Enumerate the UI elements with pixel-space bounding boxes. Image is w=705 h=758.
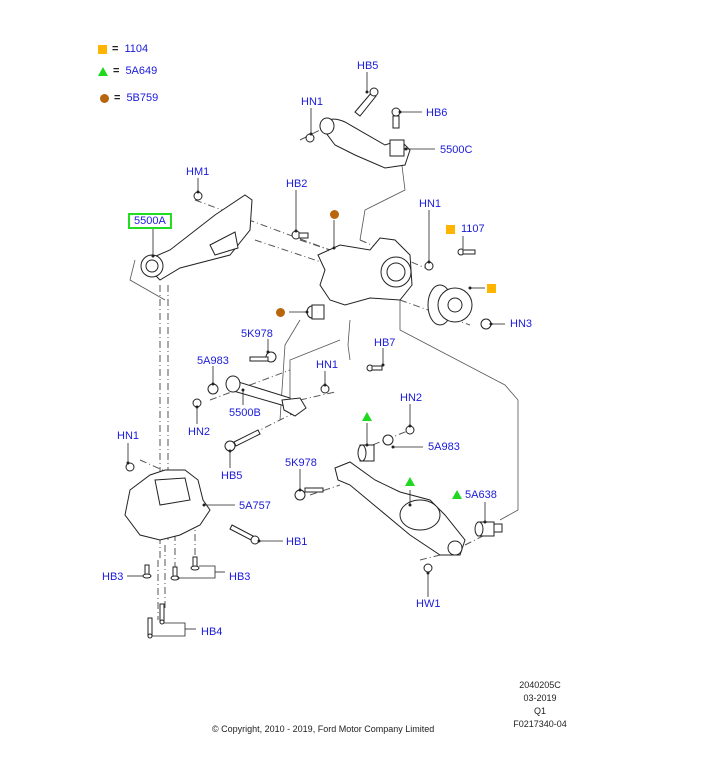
callout-hb4[interactable]: HB4 bbox=[201, 626, 223, 638]
callout-5a638[interactable]: 5A638 bbox=[465, 489, 497, 501]
callout-hb6[interactable]: HB6 bbox=[426, 107, 448, 119]
bolts-hb3 bbox=[142, 556, 200, 581]
reference-block: 2040205C 03-2019 Q1 F0217340-04 bbox=[505, 679, 575, 731]
equals-sign: = bbox=[112, 43, 119, 55]
legend-label: 5A649 bbox=[125, 65, 158, 77]
nut-hn1-bottom bbox=[125, 462, 135, 472]
callout-5500c[interactable]: 5500C bbox=[440, 144, 473, 156]
bolt-hb7 bbox=[366, 364, 383, 372]
orange-square-icon bbox=[446, 225, 455, 234]
callout-hb1[interactable]: HB1 bbox=[286, 536, 308, 548]
equals-sign: = bbox=[113, 65, 120, 77]
bolt-hb6 bbox=[391, 107, 401, 129]
bolt-hb2 bbox=[291, 230, 309, 240]
callout-hn1[interactable]: HN1 bbox=[419, 198, 442, 210]
figure-code: F0217340-04 bbox=[513, 719, 567, 729]
quarter-code: Q1 bbox=[533, 706, 546, 716]
legend-item-1104: = 1104 bbox=[98, 43, 148, 55]
brown-circle-icon bbox=[276, 308, 285, 317]
callout-5500a-highlighted[interactable]: 5500A bbox=[128, 213, 172, 229]
bushing-5a638 bbox=[474, 521, 503, 537]
legend-item-5a649: = 5A649 bbox=[98, 65, 157, 77]
callout-hn1[interactable]: HN1 bbox=[117, 430, 140, 442]
lower-control-arm bbox=[334, 461, 466, 556]
knuckle bbox=[317, 237, 413, 306]
revision-date: 03-2019 bbox=[523, 693, 557, 703]
callout-hb5[interactable]: HB5 bbox=[357, 60, 379, 72]
bolt-hb5-mid bbox=[224, 429, 261, 452]
callout-hw1[interactable]: HW1 bbox=[416, 598, 441, 610]
leader-lines bbox=[127, 72, 505, 637]
callout-hn2[interactable]: HN2 bbox=[188, 426, 211, 438]
callout-hn1[interactable]: HN1 bbox=[301, 96, 324, 108]
orange-square-icon bbox=[98, 44, 107, 54]
equals-sign: = bbox=[114, 92, 121, 104]
bolts-hb4 bbox=[147, 603, 165, 639]
callout-hb2[interactable]: HB2 bbox=[286, 178, 308, 190]
green-triangle-icon bbox=[362, 412, 372, 421]
bracket-5a757 bbox=[124, 469, 211, 541]
bolt-5k978-bottom bbox=[294, 487, 324, 501]
callout-hb7[interactable]: HB7 bbox=[374, 337, 396, 349]
callout-hn2[interactable]: HN2 bbox=[400, 392, 423, 404]
bushing-5b759 bbox=[306, 304, 325, 320]
copyright-text: © Copyright, 2010 - 2019, Ford Motor Com… bbox=[212, 724, 435, 734]
callout-5a983[interactable]: 5A983 bbox=[197, 355, 229, 367]
legend-label: 1104 bbox=[124, 43, 149, 55]
illustration-number: 2040205C bbox=[519, 680, 561, 690]
leader-dots bbox=[126, 90, 493, 575]
orange-square-icon bbox=[487, 284, 496, 293]
callout-hm1[interactable]: HM1 bbox=[186, 166, 210, 178]
bolt-5k978-top bbox=[249, 351, 277, 363]
green-triangle-icon bbox=[405, 477, 415, 486]
callout-hn1[interactable]: HN1 bbox=[316, 359, 339, 371]
bolt-hb5-top bbox=[354, 87, 379, 117]
callout-hb3[interactable]: HB3 bbox=[102, 571, 124, 583]
callout-5a983[interactable]: 5A983 bbox=[428, 441, 460, 453]
callout-1107[interactable]: 1107 bbox=[461, 223, 485, 235]
washer-5a983-right bbox=[382, 434, 394, 446]
bolt-hb1 bbox=[229, 524, 260, 545]
hub-bearing bbox=[427, 284, 473, 326]
callout-hb5[interactable]: HB5 bbox=[221, 470, 243, 482]
nut-hn1-top bbox=[305, 133, 315, 143]
green-triangle-icon bbox=[98, 66, 108, 76]
callout-5a757[interactable]: 5A757 bbox=[239, 500, 271, 512]
callout-hb3[interactable]: HB3 bbox=[229, 571, 251, 583]
trailing-arm-5500a bbox=[140, 194, 253, 281]
callout-5k978[interactable]: 5K978 bbox=[241, 328, 273, 340]
callout-5500b[interactable]: 5500B bbox=[229, 407, 261, 419]
callout-5k978[interactable]: 5K978 bbox=[285, 457, 317, 469]
brown-circle-icon bbox=[100, 93, 109, 103]
link-5500b bbox=[225, 375, 307, 417]
green-triangle-icon bbox=[452, 490, 462, 499]
brown-circle-icon bbox=[330, 210, 339, 219]
washer-hw1 bbox=[423, 563, 433, 573]
bushing-5a649 bbox=[357, 444, 375, 462]
upper-arm-5500c bbox=[319, 117, 411, 169]
legend-item-5b759: = 5B759 bbox=[100, 92, 158, 104]
bolt-1107 bbox=[457, 248, 476, 256]
legend-label: 5B759 bbox=[126, 92, 159, 104]
routing-lines bbox=[129, 149, 519, 521]
callout-hn3[interactable]: HN3 bbox=[510, 318, 533, 330]
